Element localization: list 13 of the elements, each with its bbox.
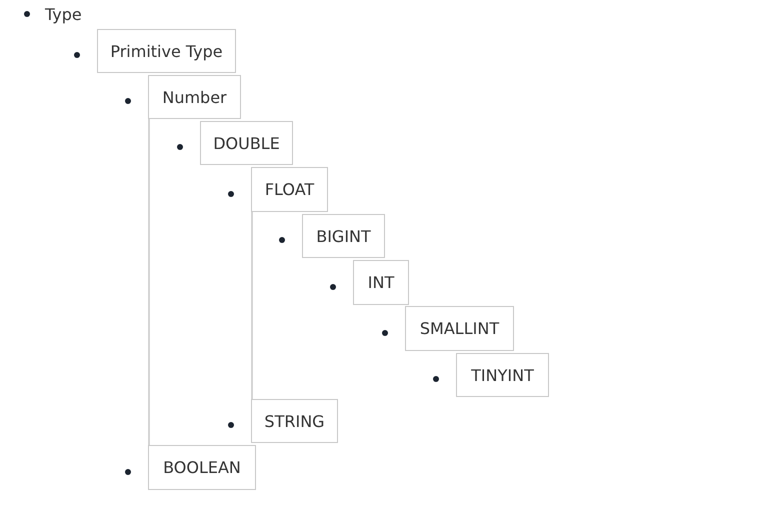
type-box: Number <box>148 75 241 119</box>
type-box: BOOLEAN <box>148 445 256 490</box>
type-box: BIGINT <box>302 214 385 258</box>
type-box: INT <box>353 260 409 305</box>
type-box: DOUBLE <box>200 121 293 165</box>
list-item-text: Type <box>45 5 82 24</box>
type-box: STRING <box>251 399 338 443</box>
type-box: FLOAT <box>251 167 328 212</box>
connector-line <box>148 119 150 445</box>
connector-line <box>251 212 253 399</box>
type-box: Primitive Type <box>97 29 236 73</box>
type-box: SMALLINT <box>405 306 514 351</box>
type-box: TINYINT <box>456 353 549 397</box>
